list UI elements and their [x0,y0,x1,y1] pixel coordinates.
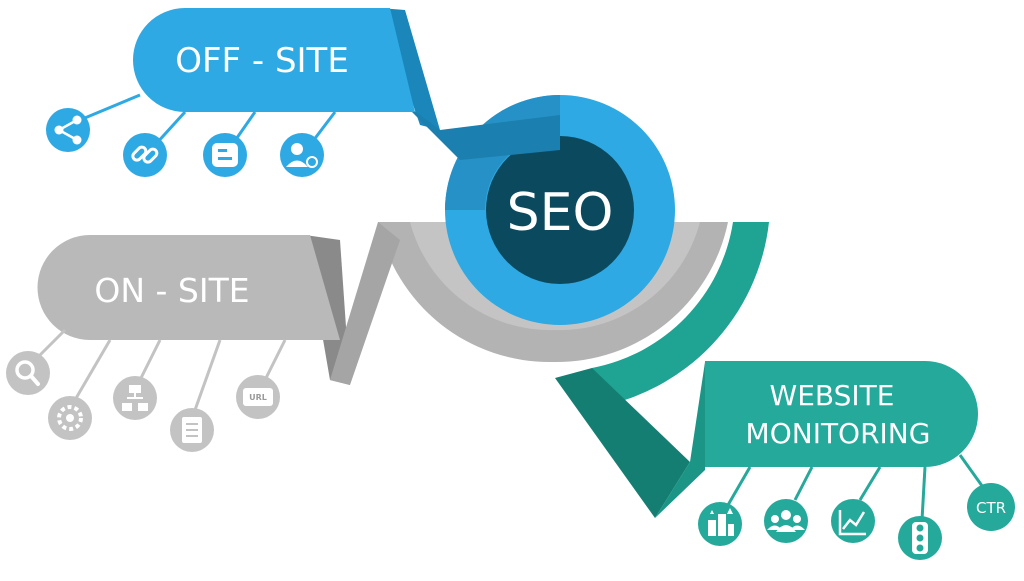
monitoring-connectors [726,454,987,521]
off-site-pill [133,8,415,112]
seo-center-circle [486,136,634,284]
on-site-connectors [33,328,287,411]
settings-gear-icon [48,396,92,440]
ranking-podium-icon [698,502,742,546]
monitoring-pill [705,361,978,467]
analytics-chart-icon [831,499,875,543]
on-site-pill [37,235,340,340]
share-icon [46,108,90,152]
monitoring-ribbon-up [655,362,705,518]
document-icon [170,408,214,452]
on-site-label: ON - SITE [94,271,249,310]
url-icon-text: URL [249,393,267,402]
sitemap-icon [113,376,157,420]
seo-center-label: SEO [507,183,614,243]
off-site-ribbon-2 [400,100,560,160]
monitoring-arc [592,222,769,408]
off-site-label: OFF - SITE [175,41,349,81]
ctr-badge-text: CTR [976,499,1006,517]
off-site-icons [46,93,337,177]
monitoring-label-line1: WEBSITE [770,379,895,412]
on-site-zigzag-2 [330,222,400,385]
traffic-light-icon [898,516,942,560]
monitoring-band [555,222,978,518]
off-site-band: OFF - SITE [133,8,560,160]
monitoring-icons: CTR [698,454,1015,560]
users-group-icon [764,499,808,543]
magnify-icon [6,351,50,395]
monitoring-ribbon-fold [555,368,690,518]
monitoring-label-line2: MONITORING [746,417,931,450]
link-icon [123,133,167,177]
on-site-icons: URL [6,328,287,452]
blogger-icon [203,133,247,177]
url-icon: URL [236,375,280,419]
ctr-badge-icon: CTR [967,483,1015,531]
user-sync-icon [280,133,324,177]
